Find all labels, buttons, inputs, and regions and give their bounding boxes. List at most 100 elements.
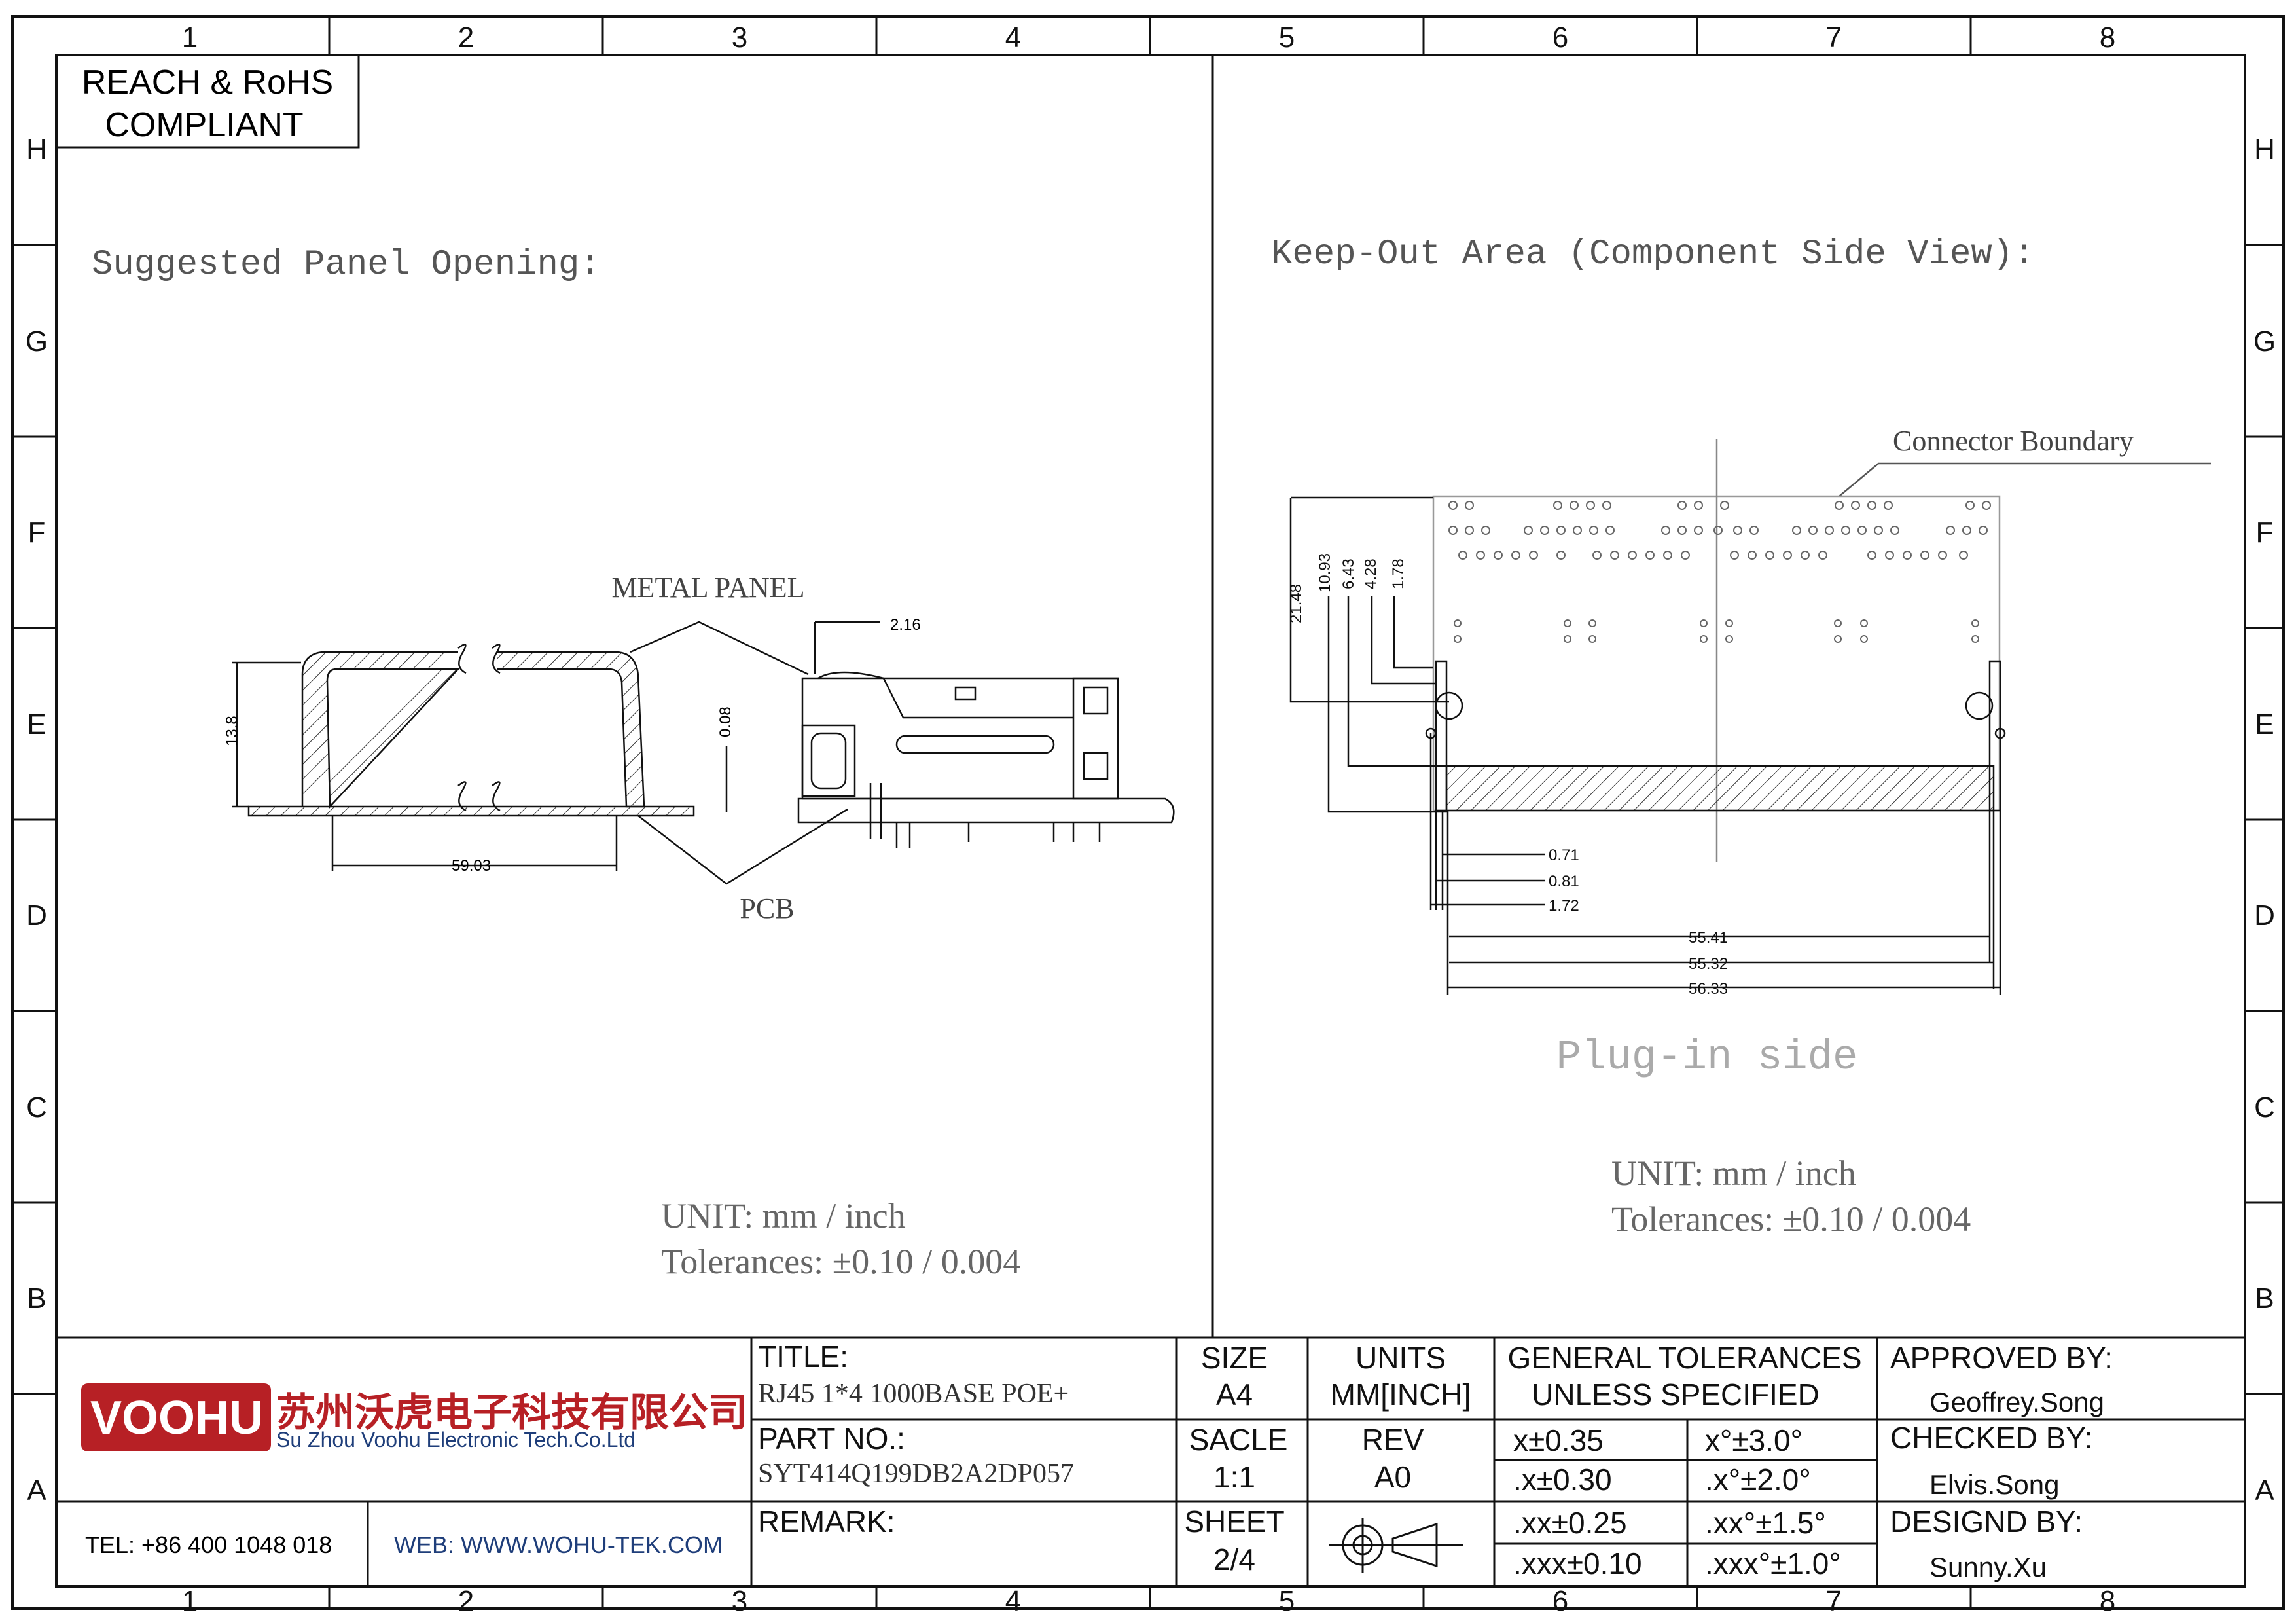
left-view-heading: Suggested Panel Opening: xyxy=(92,245,601,285)
zone-col-4-top: 4 xyxy=(1005,22,1021,54)
zone-row-d-left: D xyxy=(26,900,47,932)
checked-label: CHECKED BY: xyxy=(1890,1421,2092,1455)
panel-break-top xyxy=(457,644,501,674)
zone-row-g-right: G xyxy=(2253,325,2276,357)
dim-55-41: 55.41 xyxy=(1689,929,1728,947)
checked-value: Elvis.Song xyxy=(1929,1469,2059,1500)
title-block xyxy=(56,1336,2245,1586)
dim-4-28: 4.28 xyxy=(1362,558,1380,589)
title-value: RJ45 1*4 1000BASE POE+ xyxy=(758,1379,1069,1409)
sheet-label: SHEET xyxy=(1184,1504,1284,1539)
label-metal-panel: METAL PANEL xyxy=(611,572,804,604)
dim-6-43: 6.43 xyxy=(1340,558,1357,589)
zone-row-e-left: E xyxy=(27,708,46,740)
keep-out-hatch xyxy=(1445,765,1995,812)
zone-row-a-right: A xyxy=(2255,1474,2274,1506)
metal-panel-section xyxy=(301,651,645,809)
size-value: A4 xyxy=(1216,1377,1253,1412)
label-pcb: PCB xyxy=(740,892,794,924)
designed-value: Sunny.Xu xyxy=(1929,1552,2047,1582)
projection-symbol-icon xyxy=(1329,1518,1463,1573)
zone-col-6-bottom: 6 xyxy=(1552,1585,1568,1617)
rev-value: A0 xyxy=(1374,1460,1411,1494)
zone-row-b-left: B xyxy=(27,1283,46,1315)
zone-row-a-left: A xyxy=(27,1474,46,1506)
dim-2-16: 2.16 xyxy=(890,616,921,634)
column-ticks xyxy=(328,16,1972,1609)
tol-angular-2: .xx°±1.5° xyxy=(1705,1506,1826,1540)
zone-col-7-bottom: 7 xyxy=(1826,1585,1842,1617)
part-number-value: SYT414Q199DB2A2DP057 xyxy=(758,1459,1074,1489)
size-label: SIZE xyxy=(1201,1341,1268,1375)
tol-angular-0: x°±3.0° xyxy=(1705,1423,1803,1457)
dim-1-78: 1.78 xyxy=(1390,558,1407,589)
zone-col-2-bottom: 2 xyxy=(458,1585,474,1617)
zone-col-6-top: 6 xyxy=(1552,22,1568,54)
zone-row-h-right: H xyxy=(2254,134,2275,166)
dim-10-93: 10.93 xyxy=(1316,553,1334,593)
dim-55-32: 55.32 xyxy=(1689,955,1728,973)
panel-opening-drawing xyxy=(232,621,1175,885)
left-tolerance-note: Tolerances: ±0.10 / 0.004 xyxy=(661,1242,1020,1281)
tol-linear-3: .xxx±0.10 xyxy=(1513,1546,1642,1580)
zone-row-g-left: G xyxy=(26,325,48,357)
compliance-line-2: COMPLIANT xyxy=(105,106,303,144)
dim-0-71: 0.71 xyxy=(1549,847,1579,864)
zone-row-e-right: E xyxy=(2255,708,2274,740)
zone-row-f-left: F xyxy=(28,517,46,549)
dim-56-33: 56.33 xyxy=(1689,980,1728,998)
pcb-section xyxy=(247,805,695,817)
dim-21-48: 21.48 xyxy=(1287,584,1305,623)
company-name-en: Su Zhou Voohu Electronic Tech.Co.Ltd xyxy=(276,1428,636,1451)
units-value: MM[INCH] xyxy=(1331,1377,1471,1412)
connector-side-view xyxy=(797,671,1175,848)
zone-col-1-top: 1 xyxy=(182,22,198,54)
compliance-box xyxy=(55,54,360,149)
zone-col-3-top: 3 xyxy=(732,22,747,54)
label-connector-boundary: Connector Boundary xyxy=(1893,425,2134,457)
designed-label: DESIGND BY: xyxy=(1890,1504,2083,1539)
zone-row-d-right: D xyxy=(2254,900,2275,932)
zone-row-c-right: C xyxy=(2254,1091,2275,1123)
zone-col-8-bottom: 8 xyxy=(2100,1585,2115,1617)
tol-angular-3: .xxx°±1.0° xyxy=(1705,1546,1841,1580)
right-tolerance-note: Tolerances: ±0.10 / 0.004 xyxy=(1611,1199,1971,1239)
right-unit-note: UNIT: mm / inch xyxy=(1611,1154,1856,1193)
zone-row-b-right: B xyxy=(2255,1283,2274,1315)
tel-number: TEL: +86 400 1048 018 xyxy=(85,1531,332,1558)
scale-value: 1:1 xyxy=(1213,1460,1255,1494)
zone-col-1-bottom: 1 xyxy=(182,1585,198,1617)
remark-label: REMARK: xyxy=(758,1504,895,1539)
tol-linear-1: .x±0.30 xyxy=(1513,1463,1612,1497)
keep-out-drawing xyxy=(1289,439,2211,995)
sheet-value: 2/4 xyxy=(1213,1542,1255,1577)
compliance-line-1: REACH & RoHS xyxy=(82,64,333,101)
zone-row-c-left: C xyxy=(26,1091,47,1123)
dim-0-81: 0.81 xyxy=(1549,873,1579,890)
title-label: TITLE: xyxy=(758,1340,848,1374)
tol-angular-1: .x°±2.0° xyxy=(1705,1463,1811,1497)
approved-label: APPROVED BY: xyxy=(1890,1341,2113,1375)
dim-59-03: 59.03 xyxy=(452,857,491,875)
approved-value: Geoffrey.Song xyxy=(1929,1387,2104,1417)
zone-col-3-bottom: 3 xyxy=(732,1585,747,1617)
zone-col-5-bottom: 5 xyxy=(1279,1585,1295,1617)
company-name-cn: 苏州沃虎电子科技有限公司 xyxy=(276,1390,747,1436)
rev-label: REV xyxy=(1362,1423,1424,1457)
logo-badge xyxy=(81,1383,271,1451)
dim-13-8: 13.8 xyxy=(223,716,241,746)
pin-holes xyxy=(1448,501,1991,643)
zone-col-8-top: 8 xyxy=(2100,22,2115,54)
gen-tol-line-1: GENERAL TOLERANCES xyxy=(1507,1341,1861,1375)
tol-linear-0: x±0.35 xyxy=(1513,1423,1604,1457)
gen-tol-line-2: UNLESS SPECIFIED xyxy=(1532,1377,1820,1412)
row-ticks xyxy=(12,244,2284,1395)
zone-row-h-left: H xyxy=(26,134,47,166)
tol-linear-2: .xx±0.25 xyxy=(1513,1506,1627,1540)
zone-col-7-top: 7 xyxy=(1826,22,1842,54)
zone-col-2-top: 2 xyxy=(458,22,474,54)
zone-row-f-right: F xyxy=(2256,517,2274,549)
part-label: PART NO.: xyxy=(758,1421,905,1455)
left-unit-note: UNIT: mm / inch xyxy=(661,1196,906,1235)
